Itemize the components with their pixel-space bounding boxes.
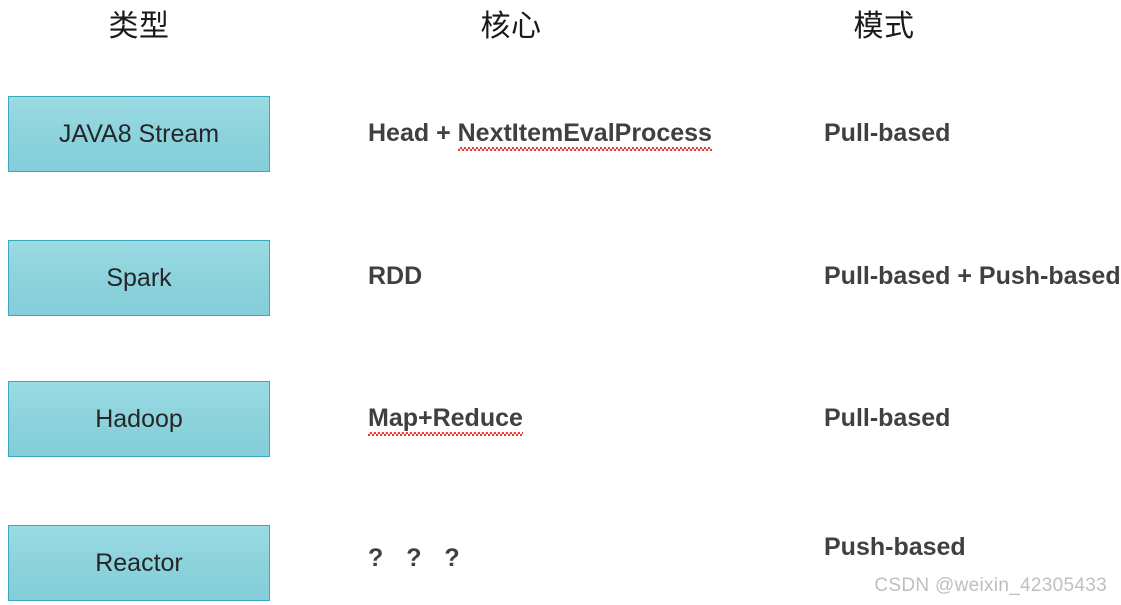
type-box-spark: Spark — [8, 240, 270, 316]
type-box-reactor: Reactor — [8, 525, 270, 601]
type-box-java8-stream: JAVA8 Stream — [8, 96, 270, 172]
column-header-core: 核心 — [480, 10, 542, 43]
type-box-label: JAVA8 Stream — [58, 119, 220, 148]
mode-cell-row-2: Pull-based — [824, 404, 951, 432]
core-text-plain: ? ? ? — [368, 544, 468, 572]
mode-cell-row-0: Pull-based — [824, 119, 951, 147]
type-box-label: Reactor — [95, 548, 183, 577]
core-text-plain: Head + — [368, 119, 458, 147]
core-text-misspelled: NextItemEvalProcess — [457, 119, 713, 151]
column-header-mode: 模式 — [853, 10, 915, 43]
core-text-plain: RDD — [368, 262, 423, 290]
core-text-misspelled: Map+Reduce — [368, 404, 523, 436]
core-cell-row-0: Head + NextItemEvalProcess — [368, 119, 713, 151]
type-box-label: Spark — [106, 263, 172, 292]
core-cell-row-2: Map+Reduce — [368, 404, 523, 436]
type-box-hadoop: Hadoop — [8, 381, 270, 457]
mode-cell-row-3: Push-based — [824, 533, 966, 561]
core-cell-row-3: ? ? ? — [368, 546, 468, 571]
csdn-watermark: CSDN @weixin_42305433 — [874, 575, 1107, 596]
core-cell-row-1: RDD — [368, 264, 422, 289]
type-box-label: Hadoop — [95, 404, 183, 433]
column-header-type: 类型 — [108, 10, 170, 43]
mode-cell-row-1: Pull-based + Push-based — [824, 262, 1121, 290]
